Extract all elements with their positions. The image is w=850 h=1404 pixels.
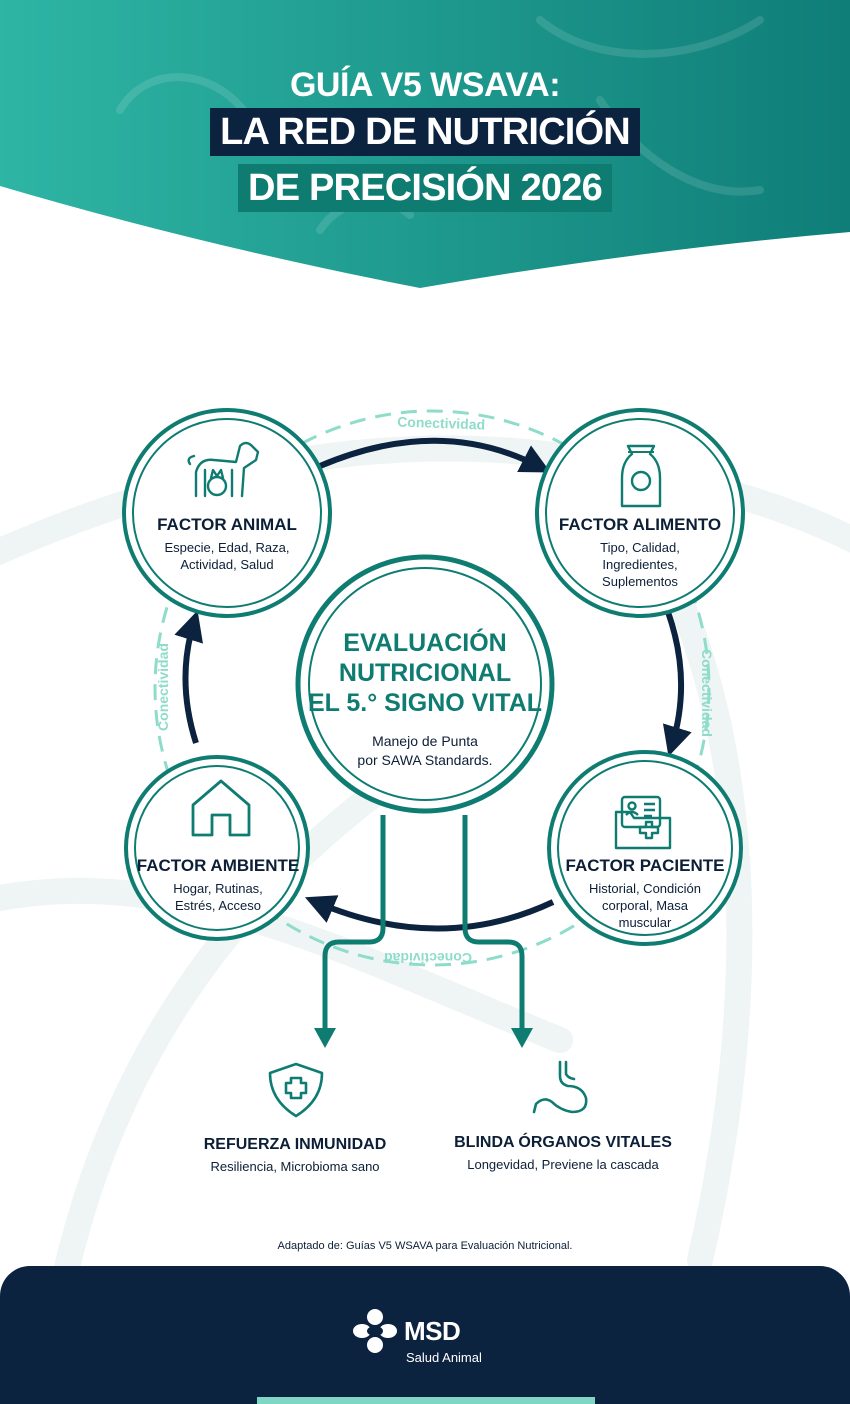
footer-band — [0, 1266, 850, 1404]
shield-cross-icon — [268, 1062, 324, 1118]
node-ambiente-desc-line: Estrés, Acceso — [175, 898, 261, 913]
node-alimento-desc: Tipo, Calidad, Ingredientes, Suplementos — [548, 539, 732, 590]
brand-name: MSD — [404, 1316, 461, 1346]
node-animal-label: FACTOR ANIMAL — [157, 515, 297, 534]
node-paciente-desc-line: Historial, Condición — [589, 881, 701, 896]
node-circles — [122, 408, 745, 946]
outcome-arrows — [322, 815, 525, 1030]
node-paciente-desc: Historial, Condición corporal, Masa musc… — [558, 880, 732, 931]
center-desc: Manejo de Punta por SAWA Standards. — [295, 732, 555, 770]
center-title-line: EVALUACIÓN — [343, 629, 507, 657]
arrow-animal-to-alimento — [318, 437, 551, 473]
node-ambiente-circle — [124, 755, 310, 941]
medical-folder-icon — [614, 795, 672, 850]
node-alimento-desc-line: Tipo, Calidad, — [600, 540, 680, 555]
outcome-organos-desc: Longevidad, Previene la cascada — [467, 1157, 659, 1172]
connectivity-ring — [153, 409, 711, 967]
outcome-inmunidad-label: REFUERZA INMUNIDAD — [203, 1136, 387, 1153]
center-desc-line: por SAWA Standards. — [357, 752, 493, 768]
node-paciente-label: FACTOR PACIENTE — [565, 856, 725, 875]
node-ambiente-label: FACTOR AMBIENTE — [136, 856, 300, 875]
center-desc-line: Manejo de Punta — [372, 733, 478, 749]
node-alimento-label: FACTOR ALIMENTO — [558, 515, 722, 534]
house-icon — [191, 779, 251, 837]
node-animal-desc: Especie, Edad, Raza, Actividad, Salud — [142, 539, 312, 573]
food-bag-icon — [620, 444, 662, 508]
outcome-inmunidad-desc: Resiliencia, Microbioma sano — [210, 1159, 380, 1174]
source-credit: Adaptado de: Guías V5 WSAVA para Evaluac… — [277, 1240, 573, 1252]
node-animal-desc-line: Actividad, Salud — [180, 557, 274, 572]
node-animal-circle — [122, 408, 332, 618]
node-center-circle — [295, 554, 555, 814]
arrow-paciente-to-ambiente — [304, 895, 555, 932]
node-alimento-desc-line: Suplementos — [602, 574, 678, 589]
node-animal-desc-line: Especie, Edad, Raza, — [164, 540, 290, 555]
connectivity-labels: Conectividad Conectividad Conectividad C… — [155, 413, 715, 966]
stomach-icon — [532, 1060, 588, 1114]
node-ambiente-desc-line: Hogar, Rutinas, — [173, 881, 263, 896]
bottom-accent-bar — [257, 1397, 595, 1404]
arrow-ambiente-to-animal — [174, 610, 203, 744]
center-title-line: NUTRICIONAL — [338, 659, 512, 687]
connectivity-label-bottom: Conectividad — [384, 950, 472, 966]
arrow-alimento-to-paciente — [662, 611, 692, 757]
connectivity-label-left: Conectividad — [155, 643, 171, 731]
center-title-line: EL 5.° SIGNO VITAL — [307, 689, 543, 717]
connectivity-label-right: Conectividad — [699, 649, 715, 737]
center-title: EVALUACIÓN NUTRICIONAL EL 5.° SIGNO VITA… — [295, 628, 555, 718]
dog-cat-icon — [187, 441, 260, 498]
title-line-2: LA RED DE NUTRICIÓN — [0, 108, 850, 156]
title-line-3: DE PRECISIÓN 2026 — [0, 164, 850, 212]
node-ambiente-desc: Hogar, Rutinas, Estrés, Acceso — [136, 880, 300, 914]
node-alimento-desc-line: Ingredientes, — [602, 557, 678, 572]
title-box-3: DE PRECISIÓN 2026 — [238, 164, 612, 212]
node-alimento-circle — [535, 408, 745, 618]
outcome-arrowheads — [314, 1028, 533, 1048]
connectivity-label-top: Conectividad — [397, 413, 485, 432]
outcome-organos-label: BLINDA ÓRGANOS VITALES — [454, 1134, 672, 1151]
node-paciente-desc-line: muscular — [618, 915, 672, 930]
node-paciente-desc-line: corporal, Masa — [602, 898, 688, 913]
cycle-arrows — [174, 437, 692, 932]
brand-subtitle: Salud Animal — [406, 1350, 482, 1365]
title-line-1: GUÍA V5 WSAVA: — [289, 66, 561, 104]
msd-logo-icon — [353, 1309, 397, 1353]
title-box-2: LA RED DE NUTRICIÓN — [210, 108, 640, 156]
